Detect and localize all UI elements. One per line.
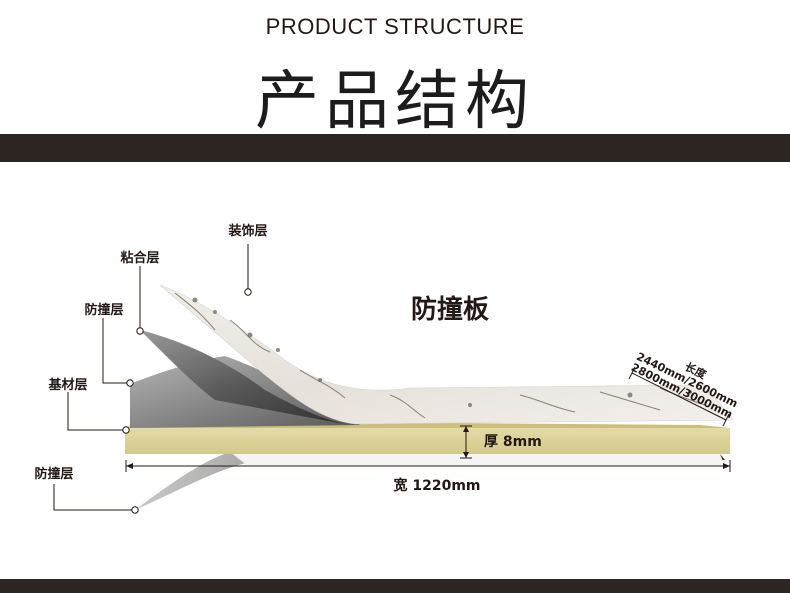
label-adhesive-layer: 粘合层 bbox=[119, 250, 159, 266]
bottom-sheet-white-edge bbox=[230, 452, 725, 466]
length-marker bbox=[628, 366, 730, 427]
label-decor-layer: 装饰层 bbox=[227, 223, 267, 239]
label-bottom-protective-layer: 防撞层 bbox=[34, 466, 73, 482]
callout-lines bbox=[53, 244, 249, 511]
width-arrow-right bbox=[723, 463, 730, 469]
adhesive-layer bbox=[140, 330, 355, 426]
callout-dots bbox=[122, 288, 252, 514]
thickness-arrow-bottom bbox=[463, 452, 469, 458]
base-panel bbox=[125, 428, 730, 454]
marble-spots bbox=[192, 297, 692, 407]
decor-marble-layer bbox=[159, 284, 734, 425]
header-band bbox=[0, 134, 790, 162]
width-arrow-left bbox=[126, 463, 133, 469]
label-top-protective-layer: 防撞层 bbox=[84, 302, 123, 318]
product-name: 防撞板 bbox=[411, 295, 489, 325]
thickness-arrow-top bbox=[463, 426, 469, 432]
width-label: 宽 1220mm bbox=[393, 477, 480, 494]
title-english: PRODUCT STRUCTURE bbox=[265, 14, 525, 39]
label-base-layer: 基材层 bbox=[47, 377, 87, 393]
footer-band bbox=[0, 579, 790, 593]
thickness-label: 厚 8mm bbox=[484, 434, 542, 450]
title-chinese: 产品结构 bbox=[255, 65, 535, 139]
